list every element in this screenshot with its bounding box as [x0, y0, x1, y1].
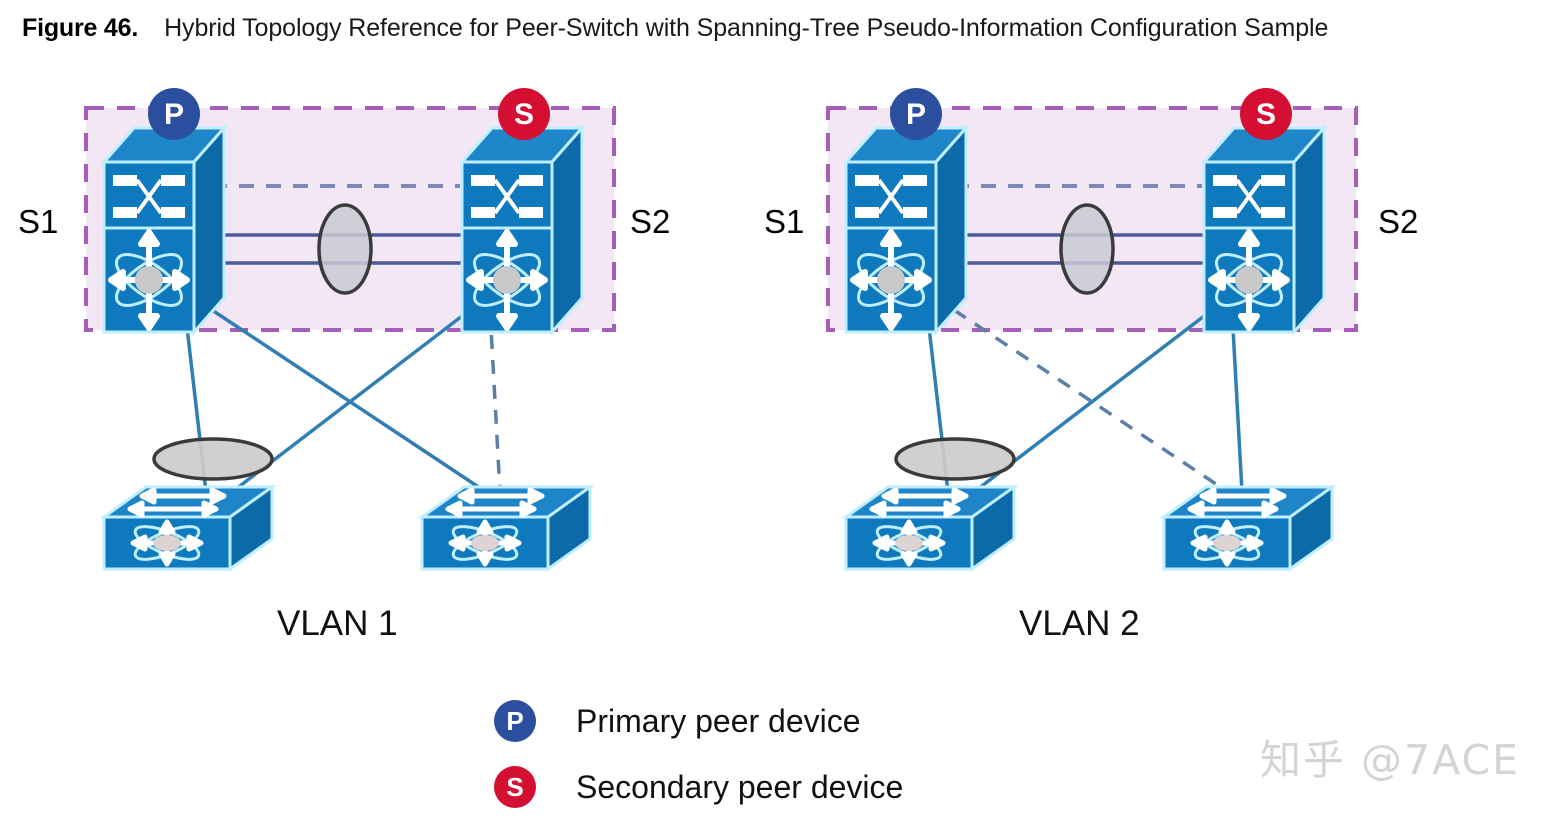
topology-vlan1: P S [84, 88, 616, 569]
legend-item-secondary: S Secondary peer device [494, 754, 903, 820]
legend-item-primary: P Primary peer device [494, 688, 903, 754]
downlink-s2-to-access-right-vlan1 [488, 309, 502, 493]
legend: P Primary peer device S Secondary peer d… [494, 688, 903, 820]
svg-text:S: S [514, 98, 534, 131]
legend-label-primary: Primary peer device [576, 702, 861, 739]
label-s2-vlan2: S2 [1378, 203, 1419, 240]
switch-s2-vlan1[interactable] [462, 128, 582, 332]
access-left-portchannel-oval-vlan1 [152, 437, 274, 481]
peer-link-portchannel-oval-vlan1 [317, 203, 373, 295]
access-left-portchannel-oval-vlan2 [894, 437, 1016, 481]
downlink-s1-to-access-right-vlan2 [953, 308, 1229, 494]
figure-number: Figure 46. [22, 14, 139, 42]
label-s1-vlan1: S1 [18, 203, 59, 240]
switch-s2-vlan2[interactable] [1204, 128, 1324, 332]
primary-badge-vlan1: P [148, 88, 200, 140]
primary-badge-vlan2: P [890, 88, 942, 140]
label-vlan1: VLAN 1 [277, 604, 398, 643]
access-switch-right-vlan1[interactable] [422, 487, 590, 569]
peer-link-portchannel-oval-vlan2 [1059, 203, 1115, 295]
secondary-peer-badge-icon: S [494, 766, 536, 808]
label-s1-vlan2: S1 [764, 203, 805, 240]
figure-caption: Figure 46. Hybrid Topology Reference for … [22, 14, 1328, 43]
access-switch-left-vlan1[interactable] [104, 487, 272, 569]
svg-text:P: P [906, 98, 926, 131]
secondary-badge-vlan1: S [498, 88, 550, 140]
watermark: 知乎 @7ACE [1260, 736, 1520, 784]
downlink-s2-to-access-right-vlan2 [1230, 309, 1244, 493]
svg-text:P: P [164, 98, 184, 131]
legend-label-secondary: Secondary peer device [576, 768, 904, 805]
svg-text:S: S [1256, 98, 1276, 131]
access-switch-left-vlan2[interactable] [846, 487, 1014, 569]
switch-s1-vlan2[interactable] [846, 128, 966, 332]
figure-title: Hybrid Topology Reference for Peer-Switc… [164, 14, 1329, 42]
access-switch-right-vlan2[interactable] [1164, 487, 1332, 569]
switch-s1-vlan1[interactable] [104, 128, 224, 332]
label-vlan2: VLAN 2 [1019, 604, 1140, 643]
primary-peer-badge-icon: P [494, 700, 536, 742]
topology-vlan2: P S [826, 88, 1358, 569]
secondary-badge-vlan2: S [1240, 88, 1292, 140]
label-s2-vlan1: S2 [630, 203, 671, 240]
